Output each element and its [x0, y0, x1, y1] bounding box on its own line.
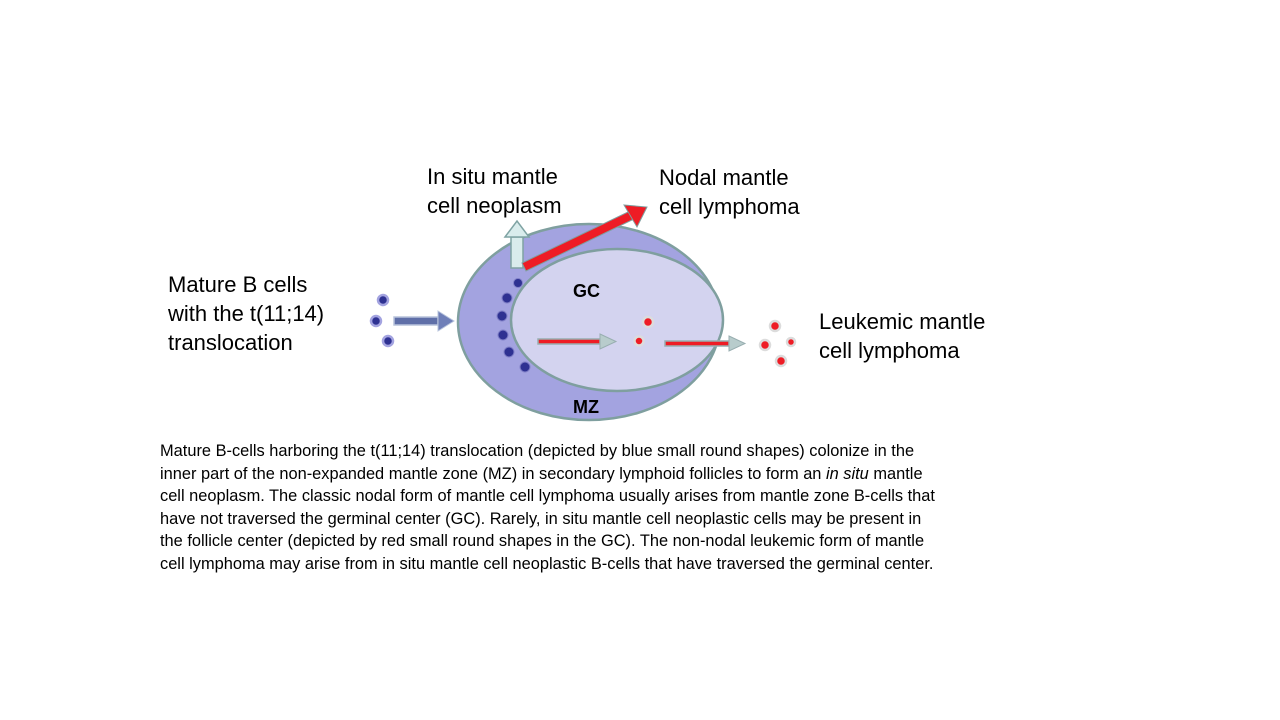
- in-situ-label: In situ mantle cell neoplasm: [427, 162, 562, 220]
- caption-line: cell lymphoma may arise from in situ man…: [160, 554, 934, 573]
- mature-blue-cells: [369, 293, 395, 348]
- germinal-center: [509, 247, 725, 393]
- blue-cell: [381, 334, 395, 348]
- follicle-diagram: [369, 204, 797, 422]
- caption-line: have not traversed the germinal center (…: [160, 509, 922, 528]
- caption-line: cell neoplasm. The classic nodal form of…: [160, 487, 935, 505]
- blue-cell: [513, 278, 523, 288]
- caption-text: inner part of the non-expanded mantle zo…: [160, 464, 826, 483]
- red-cell: [633, 335, 645, 347]
- figure-caption: Mature B-cells harboring the t(11;14) tr…: [160, 440, 1050, 575]
- red-cell: [774, 354, 788, 368]
- arrow-to-nodal: [521, 204, 648, 272]
- blue-cell: [503, 346, 515, 358]
- mature-label-line: with the t(11;14): [168, 301, 325, 326]
- caption-italic-text: in situ: [825, 464, 869, 483]
- red-cell: [641, 315, 655, 329]
- nodal-label-line: Nodal mantle: [659, 165, 789, 190]
- leukemic-lymphoma-label: Leukemic mantle cell lymphoma: [819, 307, 985, 365]
- arrow-to-leukemic: [664, 335, 747, 352]
- caption-line: the follicle center (depicted by red sma…: [160, 532, 925, 550]
- in-situ-label-line: cell neoplasm: [427, 193, 562, 218]
- caption-line: Mature B-cells harboring the t(11;14) tr…: [160, 442, 915, 460]
- arrow-in-situ-up: [503, 219, 531, 269]
- gc-red-cells: [633, 315, 655, 347]
- red-cell: [785, 336, 797, 348]
- leukemic-red-cells: [758, 319, 797, 368]
- in-situ-blue-cells: [496, 278, 531, 373]
- mz-label: MZ: [573, 397, 599, 417]
- mature-b-cells-label: Mature B cells with the t(11;14) translo…: [168, 270, 324, 357]
- blue-cell: [376, 293, 390, 307]
- red-cell: [758, 338, 772, 352]
- nodal-label-line: cell lymphoma: [659, 194, 800, 219]
- red-cell: [768, 319, 782, 333]
- caption-text: mantle: [868, 464, 923, 483]
- blue-cell: [497, 329, 509, 341]
- arrow-through-gc: [537, 333, 618, 350]
- nodal-lymphoma-label: Nodal mantle cell lymphoma: [659, 163, 800, 221]
- arrow-into-follicle: [393, 310, 455, 332]
- mature-label-line: translocation: [168, 330, 293, 355]
- leukemic-label-line: Leukemic mantle: [819, 309, 986, 334]
- blue-cell: [501, 292, 513, 304]
- mature-label-line: Mature B cells: [168, 272, 308, 297]
- gc-label: GC: [573, 281, 600, 301]
- in-situ-label-line: In situ mantle: [427, 164, 558, 189]
- leukemic-label-line: cell lymphoma: [819, 338, 960, 363]
- caption-line: inner part of the non-expanded mantle zo…: [160, 463, 1050, 486]
- blue-cell: [519, 361, 531, 373]
- blue-cell: [496, 310, 508, 322]
- blue-cell: [369, 314, 383, 328]
